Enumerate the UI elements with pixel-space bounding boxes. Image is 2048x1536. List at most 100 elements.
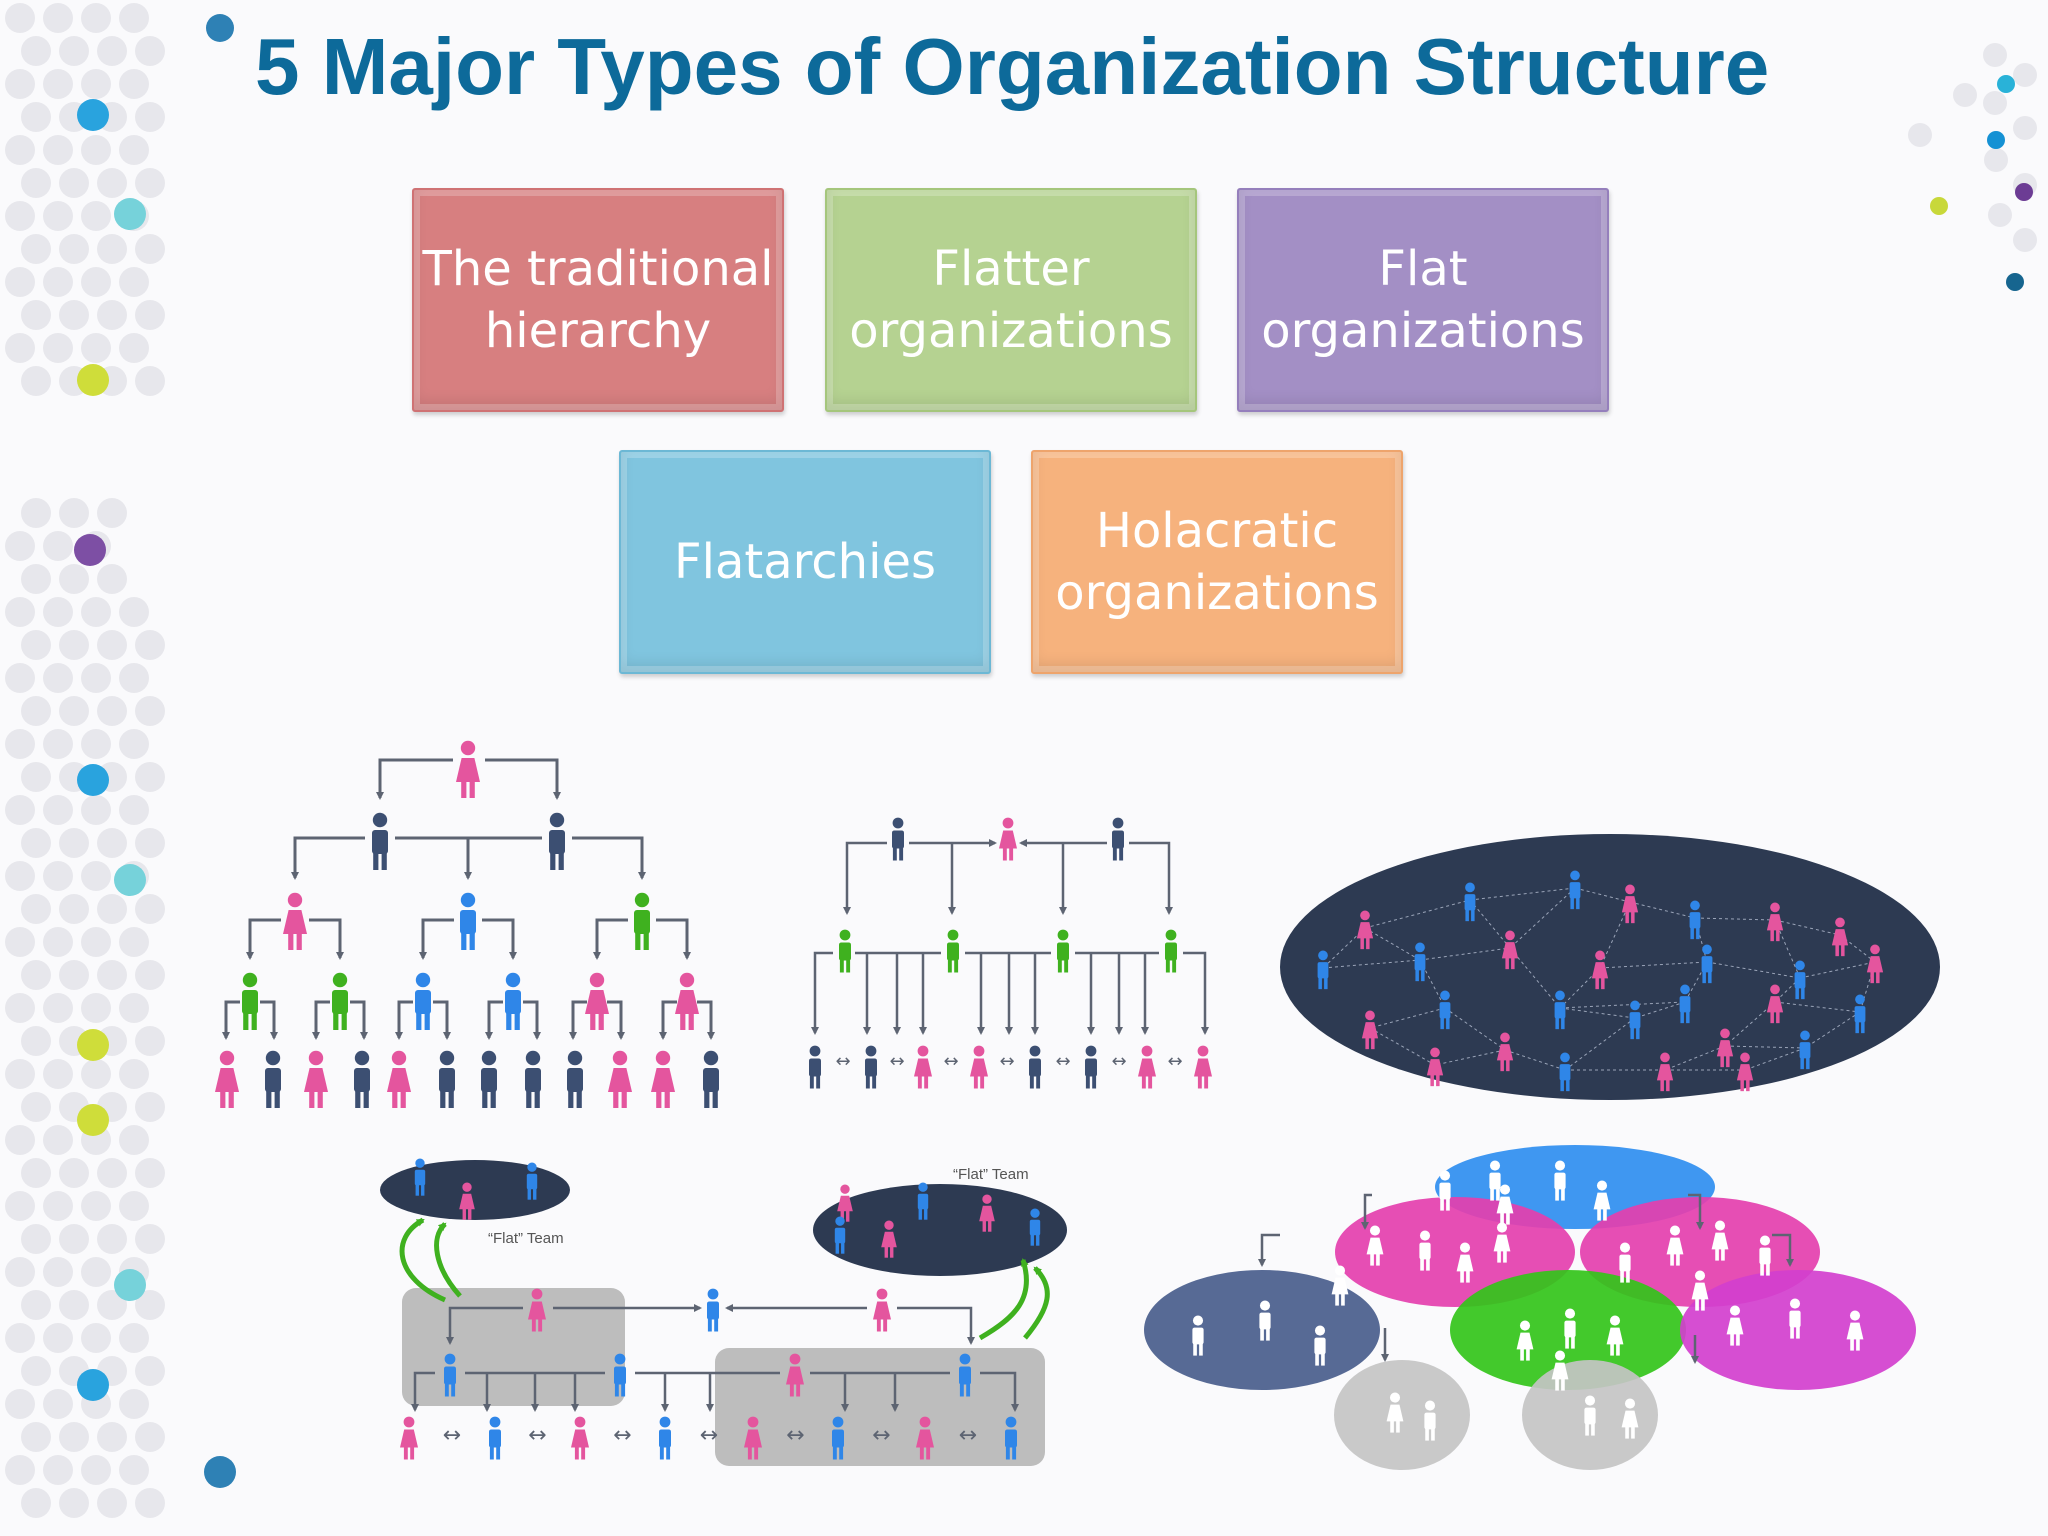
- person-icon: [585, 972, 609, 1030]
- person-icon: [659, 1416, 671, 1460]
- bidirectional-arrow-icon: ↔: [943, 1051, 958, 1072]
- person-icon: [832, 1416, 844, 1460]
- person-icon: [387, 1050, 411, 1108]
- flatarchy-diagram: ↔↔↔↔↔↔↔: [380, 1158, 1067, 1466]
- person-icon: [1331, 1265, 1349, 1306]
- person-icon: [1766, 984, 1784, 1024]
- person-icon: [1799, 1030, 1811, 1070]
- person-icon: [1386, 1392, 1404, 1433]
- holacratic-organization-diagram: [1144, 1145, 1916, 1470]
- person-icon: [837, 1184, 853, 1222]
- person-icon: [354, 1050, 370, 1108]
- person-icon: [634, 892, 650, 950]
- person-icon: [1085, 1045, 1097, 1089]
- bidirectional-arrow-icon: ↔: [786, 1423, 804, 1448]
- person-icon: [1564, 1308, 1576, 1349]
- person-icon: [1317, 950, 1329, 990]
- person-icon: [1057, 929, 1069, 973]
- person-icon: [526, 1162, 538, 1200]
- person-icon: [481, 1050, 497, 1108]
- person-icon: [839, 929, 851, 973]
- flatter-organization-diagram: ↔↔↔↔↔↔↔: [809, 817, 1212, 1089]
- person-icon: [675, 972, 699, 1030]
- bidirectional-arrow-icon: ↔: [613, 1423, 631, 1448]
- bidirectional-arrow-icon: ↔: [999, 1051, 1014, 1072]
- person-icon: [881, 1220, 897, 1258]
- bidirectional-arrow-icon: ↔: [1111, 1051, 1126, 1072]
- person-icon: [332, 972, 348, 1030]
- person-icon: [1414, 942, 1426, 982]
- person-icon: [744, 1416, 762, 1460]
- person-icon: [834, 1216, 846, 1254]
- bidirectional-arrow-icon: ↔: [1167, 1051, 1182, 1072]
- person-icon: [489, 1416, 501, 1460]
- person-icon: [809, 1045, 821, 1089]
- person-icon: [1666, 1225, 1684, 1266]
- person-icon: [1361, 1010, 1379, 1050]
- person-icon: [1569, 870, 1581, 910]
- person-icon: [1591, 950, 1609, 990]
- person-icon: [1759, 1235, 1771, 1276]
- traditional-hierarchy-diagram: [215, 740, 719, 1108]
- type-box-flat-organizations: Flat organizations: [1237, 188, 1609, 412]
- person-icon: [444, 1353, 456, 1397]
- circle-group: [1334, 1360, 1470, 1470]
- flat-organization-network-diagram: [1280, 834, 1940, 1100]
- bidirectional-arrow-icon: ↔: [872, 1423, 890, 1448]
- network-background: [1280, 834, 1940, 1100]
- person-icon: [1439, 990, 1451, 1030]
- person-icon: [1259, 1300, 1271, 1341]
- person-icon: [917, 1182, 929, 1220]
- person-icon: [1621, 1398, 1639, 1439]
- person-icon: [372, 812, 388, 870]
- person-icon: [1165, 929, 1177, 973]
- person-icon: [1726, 1305, 1744, 1346]
- person-icon: [1691, 1270, 1709, 1311]
- person-icon: [1689, 900, 1701, 940]
- person-icon: [414, 1158, 426, 1196]
- person-icon: [1766, 902, 1784, 942]
- bidirectional-arrow-icon: ↔: [700, 1423, 718, 1448]
- person-icon: [1424, 1400, 1436, 1441]
- person-icon: [1501, 930, 1519, 970]
- person-icon: [1192, 1315, 1204, 1356]
- person-icon: [1701, 944, 1713, 984]
- person-icon: [1711, 1220, 1729, 1261]
- person-icon: [1656, 1052, 1674, 1092]
- person-icon: [460, 892, 476, 950]
- person-icon: [608, 1050, 632, 1108]
- person-icon: [1439, 1170, 1451, 1211]
- bidirectional-arrow-icon: ↔: [889, 1051, 904, 1072]
- person-icon: [549, 812, 565, 870]
- person-icon: [947, 929, 959, 973]
- person-icon: [1496, 1184, 1514, 1225]
- person-icon: [242, 972, 258, 1030]
- person-icon: [1489, 1160, 1501, 1201]
- person-icon: [959, 1353, 971, 1397]
- person-icon: [786, 1353, 804, 1397]
- person-icon: [215, 1050, 239, 1108]
- person-icon: [567, 1050, 583, 1108]
- person-icon: [707, 1288, 719, 1332]
- person-icon: [873, 1288, 891, 1332]
- person-icon: [1112, 817, 1124, 861]
- person-icon: [1789, 1298, 1801, 1339]
- person-icon: [865, 1045, 877, 1089]
- person-icon: [1794, 960, 1806, 1000]
- person-icon: [283, 892, 307, 950]
- person-icon: [703, 1050, 719, 1108]
- person-icon: [1551, 1350, 1569, 1391]
- person-icon: [1426, 1047, 1444, 1087]
- person-icon: [1554, 1160, 1566, 1201]
- type-box-flatter-organizations: Flatter organizations: [825, 188, 1197, 412]
- person-icon: [970, 1045, 988, 1089]
- person-icon: [400, 1416, 418, 1460]
- person-icon: [1005, 1416, 1017, 1460]
- person-icon: [916, 1416, 934, 1460]
- person-icon: [1516, 1320, 1534, 1361]
- person-icon: [1866, 944, 1884, 984]
- person-icon: [892, 817, 904, 861]
- person-icon: [1831, 917, 1849, 957]
- person-icon: [525, 1050, 541, 1108]
